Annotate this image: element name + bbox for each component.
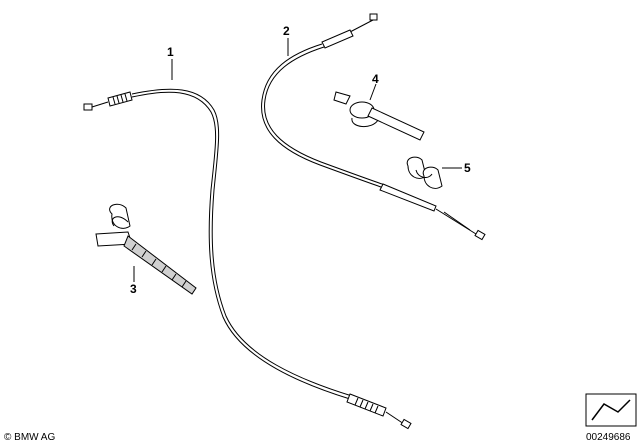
leader-line-4 [369, 83, 377, 101]
callout-label-2: 2 [283, 24, 290, 38]
clip-part-5 [406, 156, 443, 189]
callout-label-5: 5 [464, 161, 471, 175]
document-symbol-icon [585, 393, 637, 427]
callout-label-1: 1 [167, 45, 174, 59]
callout-label-4: 4 [372, 72, 379, 86]
document-number: 00249686 [586, 432, 631, 443]
cable-part-2 [261, 13, 486, 241]
callout-label-3: 3 [130, 282, 137, 296]
cable-part-1 [83, 88, 412, 430]
cable-tie-part-3 [95, 203, 197, 295]
clip-part-4 [333, 91, 425, 141]
copyright-text: © BMW AG [4, 432, 56, 443]
